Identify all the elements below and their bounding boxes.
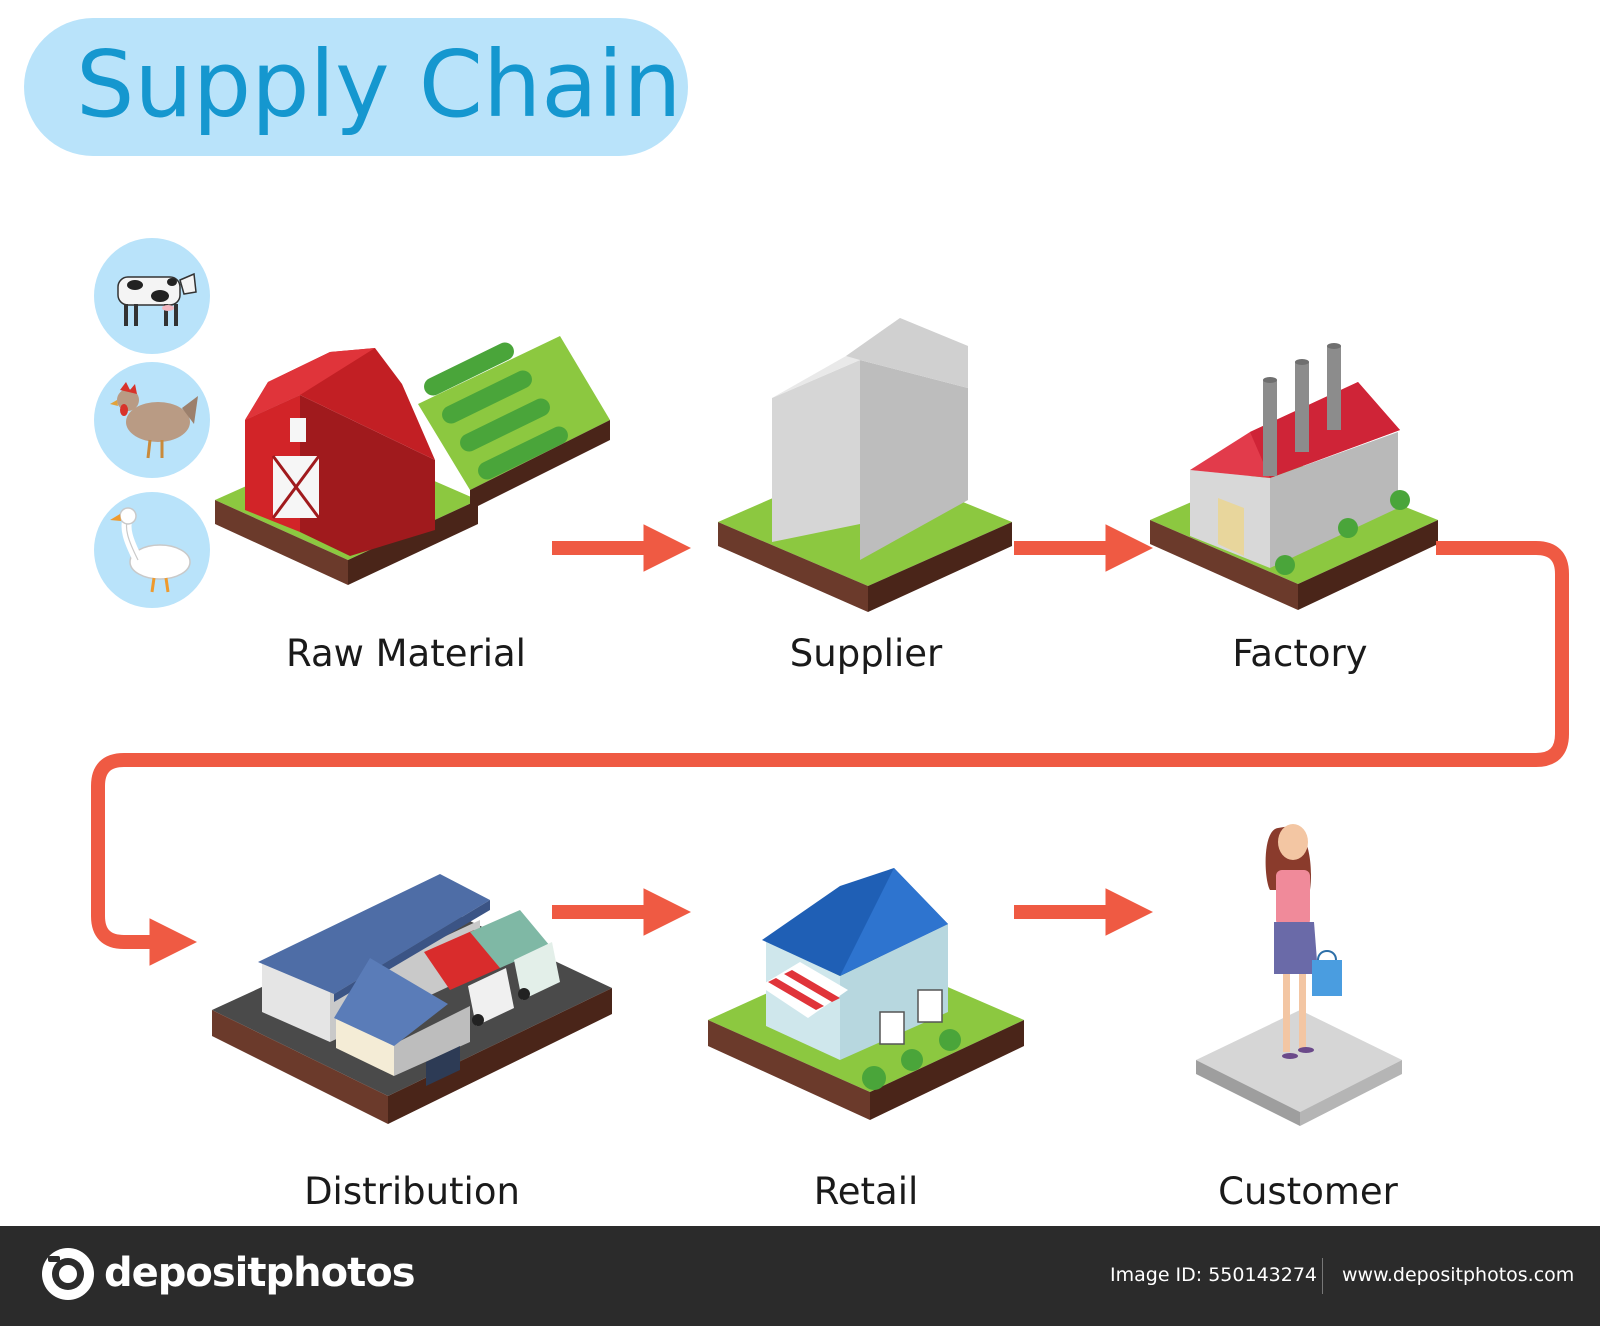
customer-woman-illustration: [1196, 824, 1402, 1126]
footer-divider: [1322, 1258, 1323, 1294]
site-url[interactable]: www.depositphotos.com: [1342, 1264, 1575, 1286]
retail-store-illustration: [708, 868, 1024, 1120]
title-pill: [24, 18, 688, 156]
stage-label-distribution: Distribution: [304, 1170, 520, 1213]
stage-label-raw-material: Raw Material: [286, 632, 526, 675]
image-id: Image ID: 550143274: [1110, 1264, 1318, 1286]
brand-name: depositphotos: [104, 1250, 416, 1296]
stage-label-factory: Factory: [1232, 632, 1368, 675]
stage-label-supplier: Supplier: [789, 632, 943, 675]
connector-factory-to-distribution: [91, 541, 1569, 966]
stage-label-retail: Retail: [813, 1170, 919, 1213]
goose-icon: [94, 492, 210, 608]
page-title: Supply Chain: [76, 31, 682, 138]
supplier-building-illustration: [718, 318, 1012, 612]
factory-illustration: [1150, 343, 1438, 610]
distribution-warehouse-illustration: [212, 874, 612, 1124]
chicken-icon: [94, 362, 210, 478]
flow-connectors: [91, 524, 1569, 966]
footer-bar: [0, 1226, 1600, 1326]
farm-barn-illustration: [215, 336, 610, 585]
stage-label-customer: Customer: [1218, 1170, 1398, 1213]
camera-logo-icon: [42, 1248, 94, 1300]
cow-icon: [94, 238, 210, 354]
